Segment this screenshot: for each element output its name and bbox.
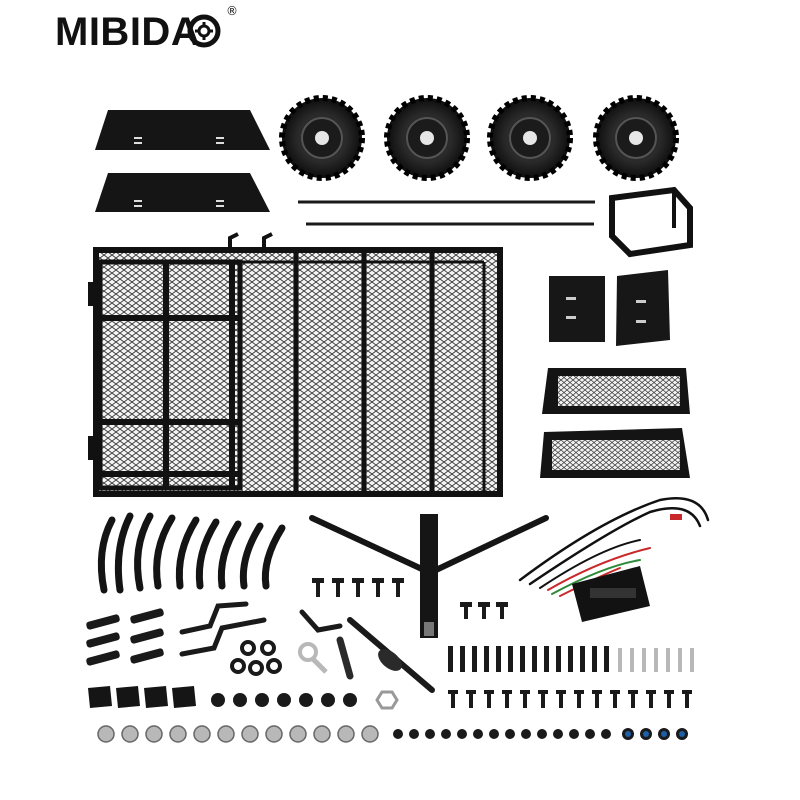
hex-nut-silver — [375, 690, 399, 710]
wheel-3 — [487, 95, 573, 181]
mesh-panel-bottom — [540, 428, 690, 478]
nuts-silver — [97, 725, 379, 743]
screws-large — [312, 578, 508, 619]
small-brackets — [88, 686, 196, 708]
mounting-plate-right — [616, 270, 670, 346]
mesh-panel-top — [542, 368, 690, 414]
rod-end — [298, 642, 328, 674]
axle-rods — [298, 200, 595, 226]
gear-logo-icon — [187, 14, 221, 48]
fender-top — [95, 110, 270, 150]
bent-rods — [179, 601, 267, 657]
wheel-1 — [279, 95, 365, 181]
light-wiring-harness — [518, 497, 710, 597]
leaf-springs — [97, 512, 286, 594]
lock-nuts — [622, 728, 688, 740]
bracket-frame — [609, 186, 693, 258]
wheel-4 — [593, 95, 679, 181]
trailer-tongue — [309, 514, 549, 638]
screws-short — [448, 690, 692, 708]
nuts-black — [211, 693, 357, 707]
spring-shackles — [86, 608, 164, 666]
battery-box — [572, 566, 650, 622]
brand-name: MIBIDA — [55, 10, 201, 54]
brand-logo: MIBIDA — [55, 8, 200, 56]
mounting-plate-left — [549, 276, 605, 342]
washers — [230, 640, 282, 676]
registered-mark: ® — [226, 4, 238, 18]
wheel-2 — [384, 95, 470, 181]
crank-handle — [299, 609, 435, 693]
nuts-small-black — [393, 729, 611, 739]
trailer-mesh-bed — [88, 232, 503, 497]
screws-long — [448, 646, 694, 672]
fender-bottom — [95, 173, 270, 212]
